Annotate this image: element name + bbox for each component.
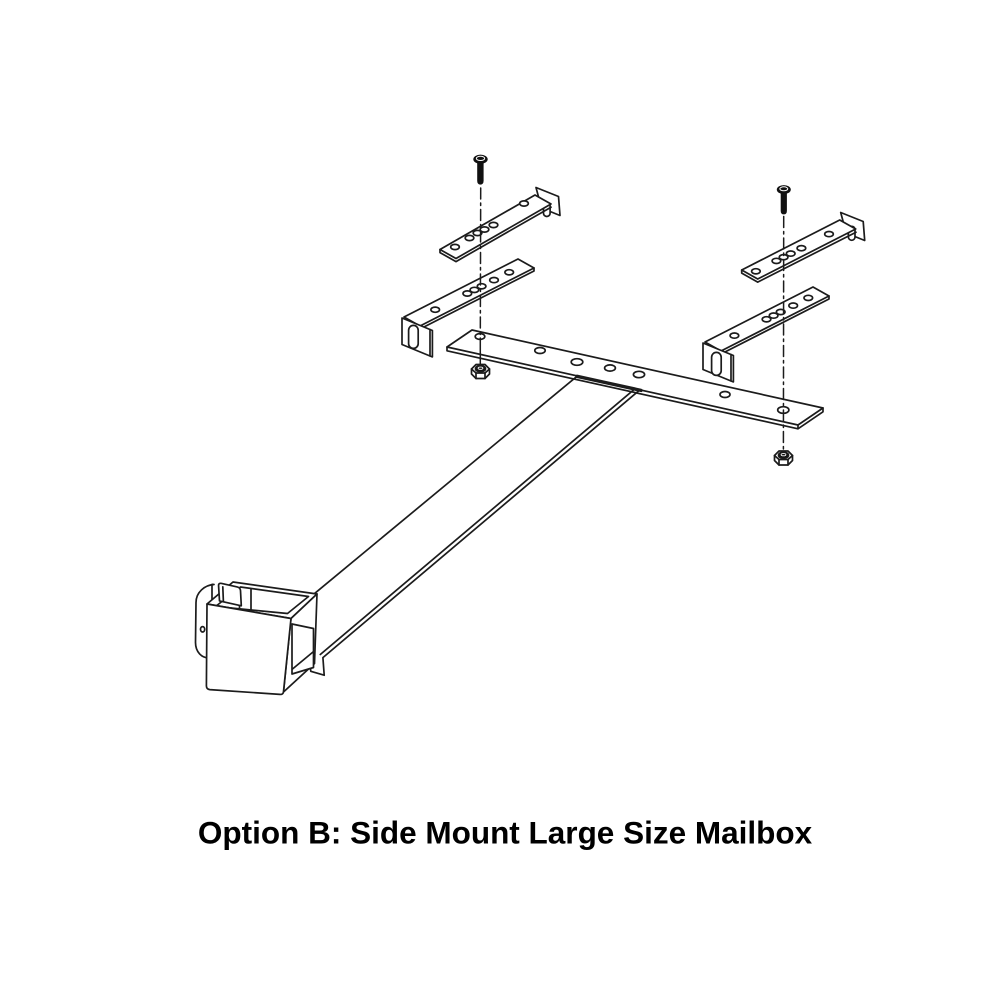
machine-screw-right-icon (776, 185, 791, 215)
bracket-hole (796, 244, 807, 252)
bracket-hole (430, 306, 441, 314)
bracket-hole (729, 332, 740, 340)
bracket-hole (785, 250, 796, 258)
bracket-hole (504, 268, 515, 276)
plate-hole (533, 346, 547, 355)
plate-hole (719, 390, 731, 399)
flange-slot (710, 351, 723, 377)
diagram-art (194, 154, 866, 696)
bracket-hole (476, 282, 487, 290)
machine-screw-left-icon (473, 154, 488, 185)
bracket-hole (472, 229, 483, 237)
support-arm-icon (307, 375, 640, 677)
plate-hole (632, 370, 646, 379)
post-clamp-icon (194, 581, 318, 696)
bracket-hole (449, 243, 461, 251)
bracket-hole (464, 234, 475, 242)
plate-hole (603, 364, 617, 372)
bracket-hole (488, 221, 499, 229)
hex-nut-right-icon (773, 450, 794, 466)
l-bracket-lower-right (702, 286, 830, 383)
bracket-hole (479, 226, 490, 233)
l-bracket-upper-right (740, 211, 866, 283)
bracket-hole (788, 302, 799, 310)
bracket-hole (469, 286, 480, 294)
l-bracket-lower-left (401, 258, 535, 358)
flange-slot (407, 324, 420, 350)
bracket-hole (761, 315, 772, 323)
clamp-window (291, 623, 315, 675)
arm-edge-through-window (291, 651, 314, 670)
bracket-hole (488, 276, 500, 284)
clip-hole (199, 625, 206, 633)
l-bracket-upper-left (439, 186, 561, 263)
plate-hole (570, 357, 584, 367)
bracket-hole (771, 257, 782, 265)
mounting-plate-icon (446, 329, 824, 430)
diagram-caption: Option B: Side Mount Large Size Mailbox (198, 815, 813, 851)
bracket-hole (823, 230, 835, 238)
hex-nut-left-icon (470, 363, 491, 380)
bracket-hole (518, 200, 530, 207)
bracket-hole (750, 267, 762, 275)
clamp-front-face (205, 603, 292, 696)
bracket-hole (803, 294, 814, 302)
bracket-hole (462, 290, 473, 297)
bracket-hole (768, 312, 779, 320)
clamp-tab (217, 582, 243, 607)
